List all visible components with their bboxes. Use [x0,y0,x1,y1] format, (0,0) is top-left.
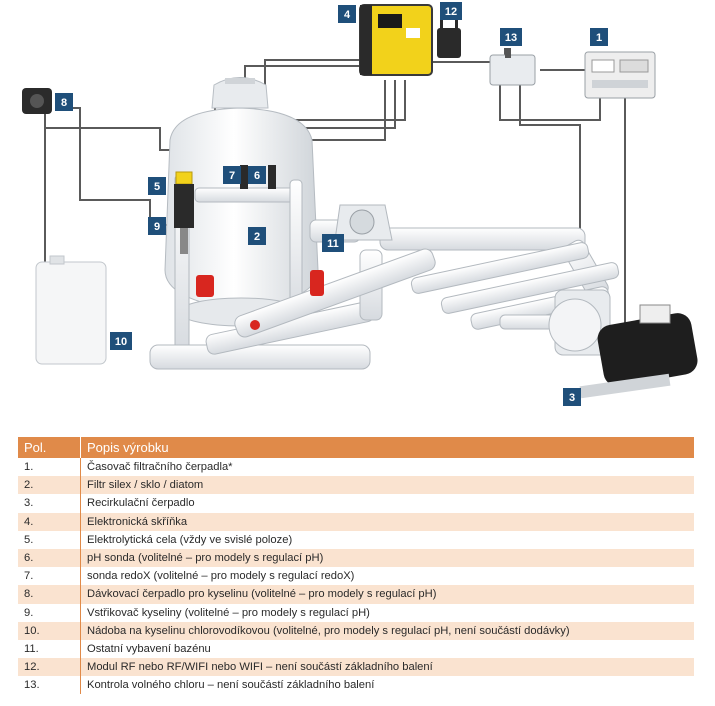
probes [240,165,276,189]
table-row: 7.sonda redoX (volitelné – pro modely s … [18,567,694,586]
table-row: 2.Filtr silex / sklo / diatom [18,476,694,495]
row-position: 9. [18,603,81,622]
callout-9: 9 [148,217,166,235]
row-position: 7. [18,567,81,586]
valve-handles [196,270,324,330]
filtration-timer [584,51,656,99]
svg-text:8: 8 [61,97,67,109]
callout-5: 5 [148,177,166,195]
legend-table: Pol. Popis výrobku 1.Časovač filtračního… [18,437,694,695]
acid-container [35,255,107,365]
callout-12: 12 [440,2,462,20]
installation-diagram: 1 2 3 4 5 6 7 8 9 10 11 12 13 [22,2,698,406]
row-position: 5. [18,530,81,549]
row-description: sonda redoX (volitelné – pro modely s re… [80,567,694,586]
row-position: 12. [18,658,81,677]
pipes [149,174,620,370]
table-row: 9.Vstřikovač kyseliny (volitelné – pro m… [18,603,694,622]
chlorine-control [489,48,536,86]
svg-text:1: 1 [596,32,602,44]
table-row: 10.Nádoba na kyselinu chlorovodíkovou (v… [18,621,694,640]
table-row: 12.Modul RF nebo RF/WIFI nebo WIFI – nen… [18,658,694,677]
callout-11: 11 [322,234,344,252]
recirculation-pump [548,289,698,399]
row-position: 3. [18,494,81,513]
table-row: 1.Časovač filtračního čerpadla* [18,458,694,477]
table-row: 8.Dávkovací čerpadlo pro kyselinu (volit… [18,585,694,604]
svg-text:10: 10 [115,336,127,348]
row-description: Elektronická skříňka [80,512,694,531]
svg-text:7: 7 [229,170,235,182]
svg-text:6: 6 [254,170,260,182]
row-position: 11. [18,639,81,659]
svg-text:11: 11 [327,238,339,250]
table-row: 6.pH sonda (volitelné – pro modely s reg… [18,548,694,568]
electrolytic-cell [174,171,194,254]
row-position: 1. [18,458,81,477]
svg-text:12: 12 [445,6,457,18]
table-row: 5.Elektrolytická cela (vždy ve svislé po… [18,530,694,549]
callout-2: 2 [248,227,266,245]
rf-module [437,18,461,58]
cables [44,48,626,340]
row-description: Filtr silex / sklo / diatom [80,476,694,495]
callout-10: 10 [110,332,132,350]
row-description: Vstřikovač kyseliny (volitelné – pro mod… [80,603,694,622]
dosing-pump [22,88,52,114]
pool-equipment [334,204,393,241]
row-position: 4. [18,512,81,531]
table-row: 4.Elektronická skříňka [18,512,694,531]
row-description: Dávkovací čerpadlo pro kyselinu (volitel… [80,585,694,604]
callout-3: 3 [563,388,581,406]
svg-text:9: 9 [154,221,160,233]
row-description: Recirkulační čerpadlo [80,494,694,513]
svg-text:4: 4 [344,9,351,21]
row-position: 8. [18,585,81,604]
callout-7: 7 [223,166,241,184]
row-description: Nádoba na kyselinu chlorovodíkovou (voli… [80,621,694,640]
table-row: 13.Kontrola volného chloru – není součás… [18,676,694,695]
svg-text:13: 13 [505,32,517,44]
row-position: 2. [18,476,81,495]
callout-13: 13 [500,28,522,46]
table-row: 11.Ostatní vybavení bazénu [18,639,694,659]
row-position: 10. [18,621,81,640]
callout-8: 8 [55,93,73,111]
svg-text:5: 5 [154,181,160,193]
row-position: 6. [18,548,81,568]
header-position: Pol. [18,437,81,458]
row-description: Kontrola volného chloru – není součástí … [80,676,694,695]
svg-text:2: 2 [254,231,260,243]
svg-text:3: 3 [569,392,575,404]
row-description: Časovač filtračního čerpadla* [80,458,694,477]
row-description: Modul RF nebo RF/WIFI nebo WIFI – není s… [80,658,694,677]
row-description: Elektrolytická cela (vždy ve svislé polo… [80,530,694,549]
row-description: pH sonda (volitelné – pro modely s regul… [80,548,694,568]
callout-6: 6 [248,166,266,184]
row-position: 13. [18,676,81,695]
callout-1: 1 [590,28,608,46]
row-description: Ostatní vybavení bazénu [80,639,694,659]
callout-4: 4 [338,5,356,23]
legend-header-row: Pol. Popis výrobku [18,437,694,458]
control-box [359,4,433,76]
header-description: Popis výrobku [80,437,694,458]
table-row: 3.Recirkulační čerpadlo [18,494,694,513]
